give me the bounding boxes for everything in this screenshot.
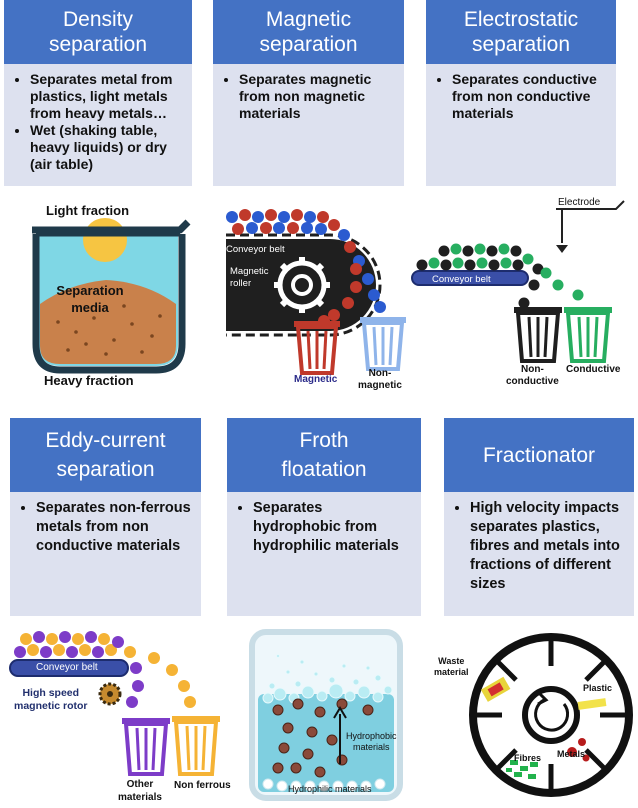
card-fractionator: Fractionator High velocity impacts separ… — [444, 418, 634, 616]
card-body: Separates metal from plastics, light met… — [4, 64, 192, 186]
plastic-label: Plastic — [583, 683, 613, 693]
card-body: Separates magnetic from non magnetic mat… — [213, 64, 404, 186]
media-label-line: Separation — [56, 283, 124, 298]
hydrophilic-materials-label: Hydrophilic materials — [288, 784, 372, 794]
conveyor-belt-label: Conveyor belt — [226, 244, 285, 255]
card-bullet: Separates metal from plastics, light met… — [30, 71, 184, 122]
card-title-line: Density — [62, 8, 134, 31]
media-label-line: media — [71, 300, 109, 315]
card-bullet: Separates magnetic from non magnetic mat… — [239, 71, 396, 122]
magnetic-bin-label: Magnetic — [294, 374, 338, 385]
metals-label: Metals — [557, 749, 586, 759]
non-ferrous-bin-label: Non ferrous — [174, 780, 231, 791]
card-body: Separates non-ferrous metals from non co… — [10, 492, 201, 616]
other-materials-line: Other — [126, 779, 154, 790]
card-bullet: High velocity impacts separates plastics… — [470, 499, 626, 594]
roller-label-line: Magnetic — [230, 266, 269, 277]
card-title-line: separation — [471, 33, 571, 56]
card-title-line: Fractionator — [482, 443, 596, 467]
magnetic-separator-illustration — [226, 209, 406, 375]
card-eddy-current: Eddy-current separation Separates non-fe… — [10, 418, 201, 616]
hydrophobic-line: Hydrophobic — [346, 731, 397, 741]
roller-label-line: roller — [230, 278, 252, 289]
card-body: Separates hydrophobic from hydrophilic m… — [227, 492, 421, 616]
card-title: Magnetic separation — [213, 0, 404, 64]
card-electrostatic: Electrostatic separation Separates condu… — [426, 0, 616, 186]
non-magnetic-bin-label: Non- magnetic — [358, 368, 402, 392]
fractionator-illustration — [469, 633, 633, 797]
card-title-line: separation — [48, 33, 148, 56]
magnetic-rotor-label: High speed magnetic rotor — [14, 687, 88, 713]
card-body: High velocity impacts separates plastics… — [444, 492, 634, 616]
svg-text:+: + — [560, 244, 565, 253]
electrostatic-separator-illustration: + — [411, 200, 625, 363]
other-materials-line: materials — [118, 792, 162, 803]
non-magnetic-line: Non- — [368, 368, 392, 379]
card-title-line: Electrostatic — [463, 8, 579, 31]
magnetic-roller-label: Magnetic roller — [230, 266, 269, 290]
card-title: Density separation — [4, 0, 192, 64]
fibres-label: Fibres — [514, 753, 542, 763]
card-froth-floatation: Froth floatation Separates hydrophobic f… — [227, 418, 421, 616]
eddy-current-illustration — [9, 631, 220, 776]
card-magnetic: Magnetic separation Separates magnetic f… — [213, 0, 404, 186]
electrostatic-conveyor-label: Conveyor belt — [432, 274, 491, 285]
waste-line: material — [434, 667, 469, 677]
card-title-line: Eddy-current — [45, 429, 166, 452]
conductive-bin-label: Conductive — [566, 364, 621, 375]
card-title-line: floatation — [281, 458, 367, 481]
non-conductive-bin-label: Non- conductive — [506, 364, 559, 388]
non-conductive-line: conductive — [506, 376, 559, 387]
card-title: Eddy-current separation — [10, 418, 201, 492]
card-bullet: Separates hydrophobic from hydrophilic m… — [253, 499, 413, 556]
heavy-fraction-label: Heavy fraction — [44, 373, 134, 388]
other-materials-bin-label: Other materials — [118, 778, 162, 804]
card-title: Froth floatation — [227, 418, 421, 492]
non-conductive-line: Non- — [521, 364, 544, 375]
waste-material-label: Waste material — [434, 656, 469, 678]
card-bullet: Separates non-ferrous metals from non co… — [36, 499, 193, 556]
card-title-line: Magnetic — [265, 8, 352, 31]
density-beaker-illustration — [32, 218, 191, 374]
electrode-label: Electrode — [558, 197, 601, 208]
card-title: Fractionator — [444, 418, 634, 492]
card-body: Separates conductive from non conductive… — [426, 64, 616, 186]
card-title: Electrostatic separation — [426, 0, 616, 64]
card-title-line: separation — [259, 33, 358, 56]
eddy-conveyor-label: Conveyor belt — [36, 662, 98, 673]
rotor-label-line: magnetic rotor — [14, 700, 88, 712]
card-bullet: Wet (shaking table, heavy liquids) or dr… — [30, 122, 184, 173]
card-density: Density separation Separates metal from … — [4, 0, 192, 186]
light-fraction-label: Light fraction — [46, 203, 130, 218]
card-bullet: Separates conductive from non conductive… — [452, 71, 608, 122]
waste-line: Waste — [438, 656, 465, 666]
hydrophobic-line: materials — [353, 742, 390, 752]
rotor-label-line: High speed — [22, 687, 80, 699]
hydrophobic-materials-label: Hydrophobic materials — [346, 731, 397, 753]
card-title-line: separation — [56, 458, 155, 481]
separation-media-label: Separation media — [52, 282, 128, 316]
non-magnetic-line: magnetic — [358, 380, 402, 391]
card-title-line: Froth — [299, 429, 349, 452]
froth-floatation-beaker-illustration — [249, 629, 403, 801]
